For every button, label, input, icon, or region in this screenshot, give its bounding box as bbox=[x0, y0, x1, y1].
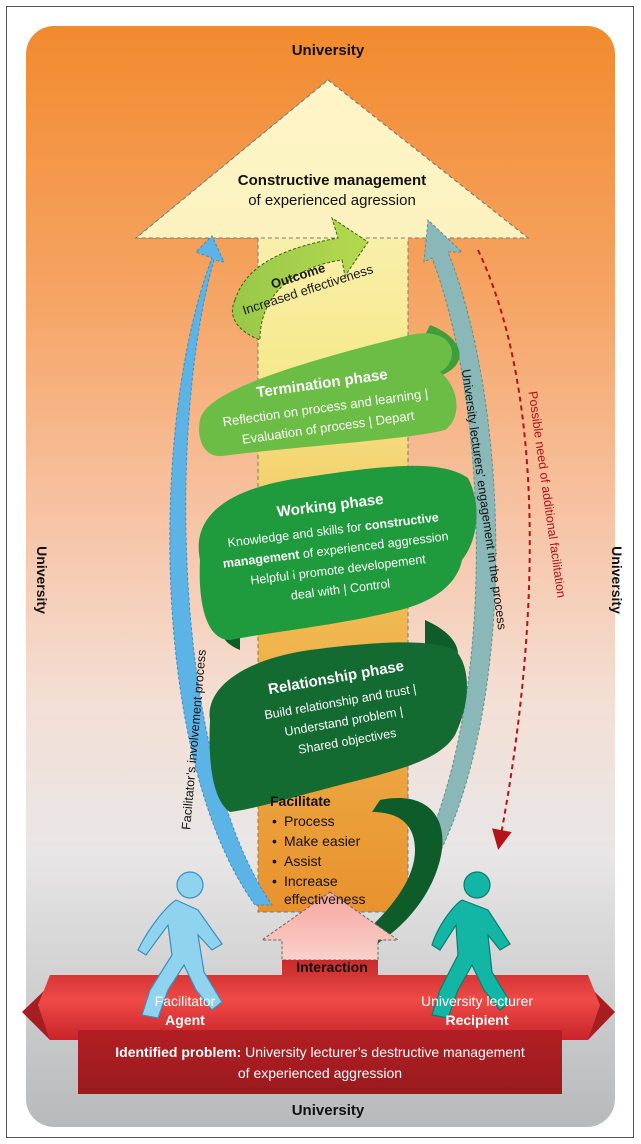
label-university-bottom: University bbox=[292, 1102, 365, 1119]
lecturer-figure-icon bbox=[431, 871, 511, 1019]
lecturer-role: University lecturer bbox=[421, 993, 533, 1009]
facilitate-item-5: effectiveness bbox=[284, 891, 365, 907]
facilitator-title: Agent bbox=[165, 1012, 205, 1028]
additional-facilitation-arrow bbox=[477, 249, 531, 850]
problem-line2: of experienced aggression bbox=[238, 1065, 402, 1081]
facilitate-list: • Process • Make easier • Assist • Incre… bbox=[272, 813, 365, 907]
problem-label: Identified problem: bbox=[115, 1044, 241, 1060]
svg-text:•: • bbox=[272, 813, 277, 829]
termination-phase-band bbox=[199, 333, 457, 457]
lecturer-engagement-arrow bbox=[391, 218, 497, 906]
problem-line1: Identified problem: University lecturer’… bbox=[115, 1044, 525, 1060]
lecturer-title: Recipient bbox=[445, 1012, 508, 1028]
outcome-goal-subtitle: of experienced agression bbox=[248, 192, 416, 209]
facilitator-involvement-arrow bbox=[169, 235, 273, 906]
label-university-top: University bbox=[292, 42, 365, 59]
additional-facilitation-text: Possible need of additional facilitation bbox=[526, 390, 569, 598]
facilitate-item-3: Assist bbox=[284, 853, 321, 869]
label-university-right: University bbox=[609, 546, 625, 614]
svg-text:•: • bbox=[272, 833, 277, 849]
relationship-phase-band bbox=[209, 642, 468, 812]
outcome-goal-title: Constructive management bbox=[238, 172, 426, 189]
outcome-arrow bbox=[231, 216, 369, 341]
facilitate-item-1: Process bbox=[284, 813, 335, 829]
working-phase-band bbox=[198, 465, 477, 640]
facilitator-role: Facilitator bbox=[155, 993, 216, 1009]
facilitate-item-4: Increase bbox=[284, 873, 338, 889]
svg-text:•: • bbox=[272, 873, 277, 889]
facilitate-item-2: Make easier bbox=[284, 833, 361, 849]
facilitator-figure-icon bbox=[137, 871, 223, 1019]
problem-text: University lecturer’s destructive manage… bbox=[241, 1044, 525, 1060]
facilitate-title: Facilitate bbox=[270, 793, 331, 809]
label-university-left: University bbox=[34, 546, 50, 614]
svg-text:•: • bbox=[272, 853, 277, 869]
spiral-tail bbox=[362, 798, 443, 945]
interaction-label: Interaction bbox=[296, 959, 368, 975]
